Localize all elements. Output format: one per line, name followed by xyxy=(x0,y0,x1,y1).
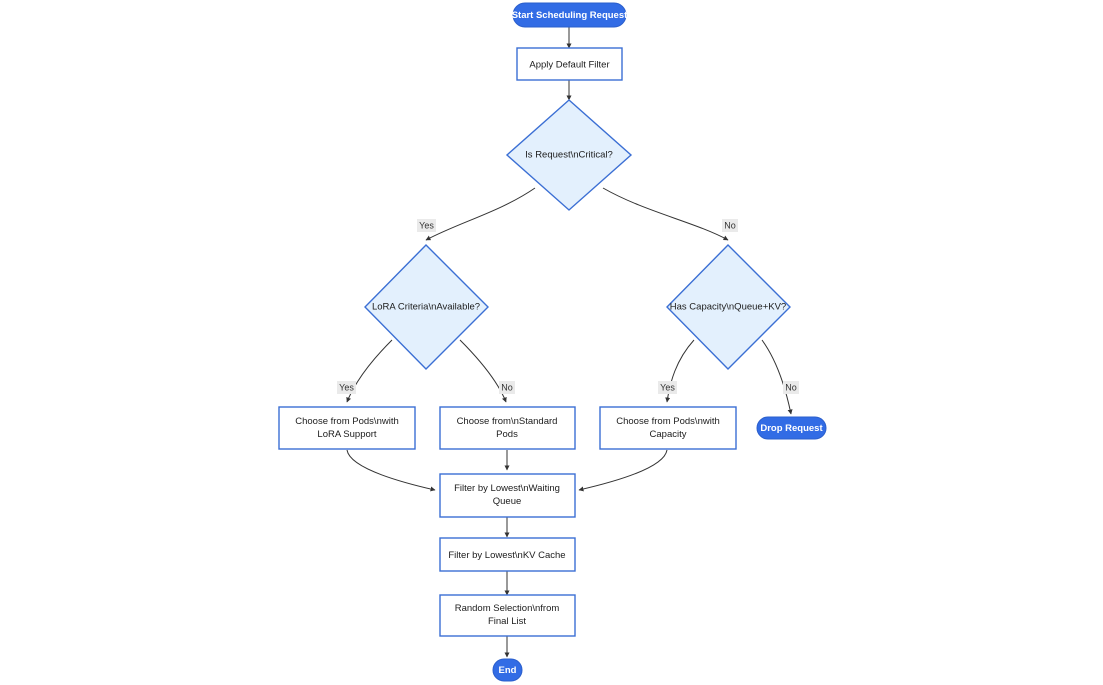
node-is-request-critical-label: Is Request\nCritical? xyxy=(525,150,613,161)
node-choose-standard-pods-shape xyxy=(439,406,576,450)
edge-label-lora-yes: Yes xyxy=(337,381,356,394)
node-apply-default-filter-label: Apply Default Filter xyxy=(529,60,609,71)
edge-label-critical-yes-bg xyxy=(417,219,436,232)
edges xyxy=(346,27,793,658)
node-drop-request-shape xyxy=(756,416,827,440)
edge-label-capacity-no-text: No xyxy=(785,382,797,392)
node-start-shape xyxy=(512,2,627,28)
edge-label-lora-no-bg xyxy=(499,381,515,394)
edge-capacity-no-to-drop-request xyxy=(761,339,793,415)
edge-choose-capacity-to-filter-queue xyxy=(578,449,668,492)
node-lora-criteria-available-label: LoRA Criteria\nAvailable? xyxy=(372,302,480,313)
edge-label-capacity-yes: Yes xyxy=(658,381,677,394)
node-filter-lowest-waiting-queue-shape xyxy=(439,473,576,518)
node-filter-lowest-waiting-queue-label-line2: Queue xyxy=(493,496,522,507)
node-filter-lowest-kv-cache-shape xyxy=(439,537,576,572)
edge-label-lora-yes-bg xyxy=(337,381,356,394)
node-lora-criteria-available[interactable]: LoRA Criteria\nAvailable? xyxy=(364,244,489,370)
edge-label-critical-yes: Yes xyxy=(417,219,436,232)
edge-label-lora-yes-text: Yes xyxy=(339,382,354,392)
node-random-selection-final-list[interactable]: Random Selection\nfrom Final List xyxy=(439,594,576,637)
edge-label-lora-no: No xyxy=(499,381,515,394)
node-has-capacity-queue-kv[interactable]: Has Capacity\nQueue+KV? xyxy=(666,244,791,370)
node-end-label: End xyxy=(499,665,517,676)
node-start[interactable]: Start Scheduling Request xyxy=(512,2,628,28)
node-start-label: Start Scheduling Request xyxy=(512,10,628,21)
edge-label-lora-no-text: No xyxy=(501,382,513,392)
node-end-shape xyxy=(492,658,523,682)
node-random-selection-final-list-label-line2: Final List xyxy=(488,616,526,627)
edge-lora-yes-to-choose-lora xyxy=(346,339,393,403)
node-drop-request[interactable]: Drop Request xyxy=(756,416,827,440)
node-is-request-critical-shape xyxy=(505,99,633,211)
node-filter-lowest-waiting-queue-label-line1: Filter by Lowest\nWaiting xyxy=(454,483,560,494)
edge-label-capacity-no: No xyxy=(783,381,799,394)
edge-label-capacity-no-bg xyxy=(783,381,799,394)
node-drop-request-label: Drop Request xyxy=(760,423,823,434)
edge-is-critical-no-to-capacity xyxy=(602,187,729,241)
node-choose-pods-capacity-shape xyxy=(599,406,737,450)
edge-label-critical-no-bg xyxy=(722,219,738,232)
node-choose-pods-capacity-label-line2: Capacity xyxy=(650,429,687,440)
node-choose-pods-capacity-label-line1: Choose from Pods\nwith xyxy=(616,416,720,427)
node-choose-pods-capacity[interactable]: Choose from Pods\nwith Capacity xyxy=(599,406,737,450)
edge-label-critical-yes-text: Yes xyxy=(419,220,434,230)
edge-lora-no-to-choose-standard xyxy=(459,339,507,403)
edge-label-critical-no: No xyxy=(722,219,738,232)
edge-label-capacity-yes-bg xyxy=(658,381,677,394)
node-apply-default-filter-shape xyxy=(516,47,623,81)
node-random-selection-final-list-label-line1: Random Selection\nfrom xyxy=(455,603,560,614)
node-is-request-critical[interactable]: Is Request\nCritical? xyxy=(505,99,633,211)
node-choose-standard-pods[interactable]: Choose from\nStandard Pods xyxy=(439,406,576,450)
node-filter-lowest-kv-cache-label: Filter by Lowest\nKV Cache xyxy=(448,550,565,561)
node-random-selection-final-list-shape xyxy=(439,594,576,637)
edge-is-critical-yes-to-lora xyxy=(425,187,536,241)
edge-label-capacity-yes-text: Yes xyxy=(660,382,675,392)
node-filter-lowest-waiting-queue[interactable]: Filter by Lowest\nWaiting Queue xyxy=(439,473,576,518)
node-choose-standard-pods-label-line2: Pods xyxy=(496,429,518,440)
node-filter-lowest-kv-cache[interactable]: Filter by Lowest\nKV Cache xyxy=(439,537,576,572)
node-has-capacity-queue-kv-shape xyxy=(666,244,791,370)
edge-choose-lora-to-filter-queue xyxy=(346,449,436,492)
node-choose-pods-lora-support-shape xyxy=(278,406,416,450)
node-end[interactable]: End xyxy=(492,658,523,682)
node-choose-standard-pods-label-line1: Choose from\nStandard xyxy=(457,416,558,427)
node-choose-pods-lora-support-label-line2: LoRA Support xyxy=(317,429,377,440)
node-choose-pods-lora-support-label-line1: Choose from Pods\nwith xyxy=(295,416,399,427)
node-choose-pods-lora-support[interactable]: Choose from Pods\nwith LoRA Support xyxy=(278,406,416,450)
edge-capacity-yes-to-choose-capacity xyxy=(665,339,695,403)
node-lora-criteria-available-shape xyxy=(364,244,489,370)
edge-label-critical-no-text: No xyxy=(724,220,736,230)
node-apply-default-filter[interactable]: Apply Default Filter xyxy=(516,47,623,81)
node-has-capacity-queue-kv-label: Has Capacity\nQueue+KV? xyxy=(670,302,786,313)
